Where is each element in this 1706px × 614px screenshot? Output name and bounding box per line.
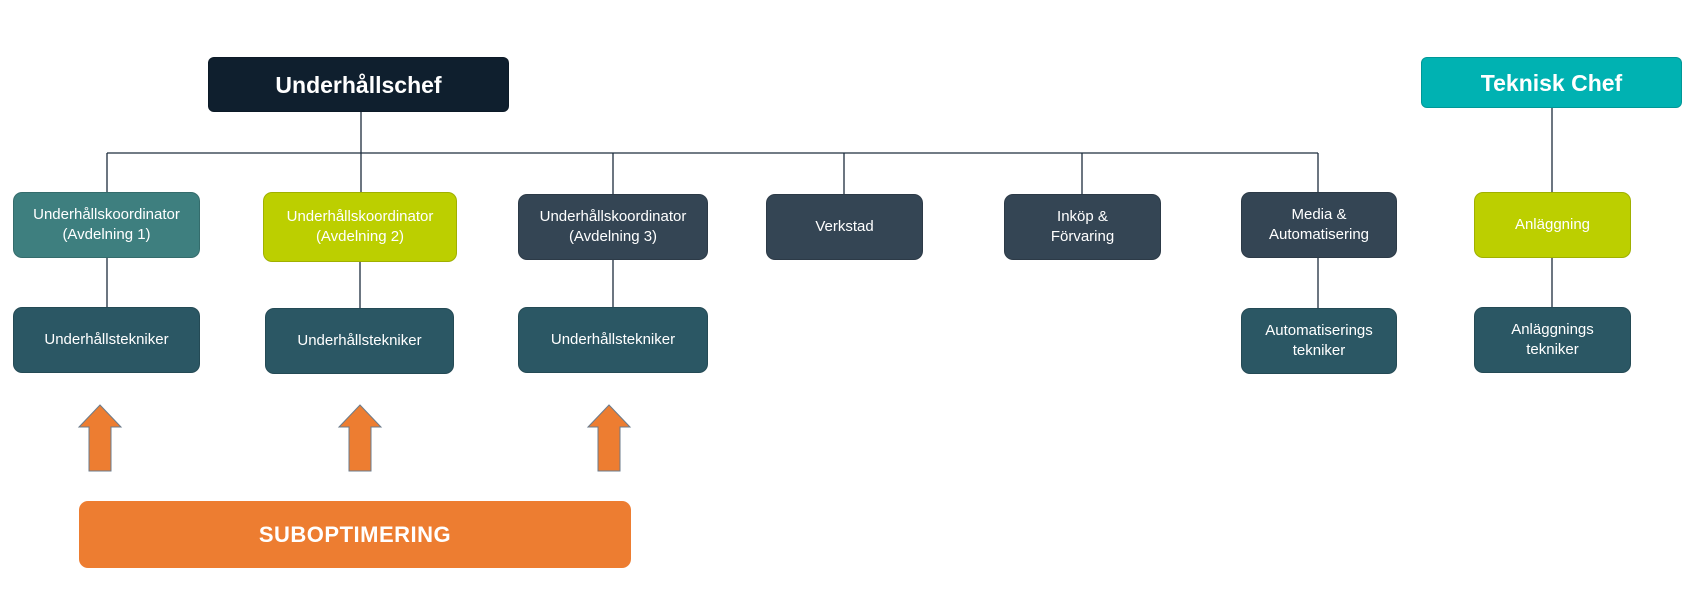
node-koordinator-avdelning-2: Underhållskoordinator (Avdelning 2): [263, 192, 457, 262]
node-label: Inköp & Förvaring: [1051, 207, 1114, 247]
node-label: Underhållskoordinator (Avdelning 1): [33, 205, 180, 245]
label-line-1: Underhållskoordinator: [539, 208, 687, 225]
up-arrow-icon: [337, 404, 383, 472]
label-line-2: (Avdelning 3): [568, 228, 658, 245]
node-underhallstekniker-1: Underhållstekniker: [13, 307, 200, 373]
node-label: Teknisk Chef: [1480, 69, 1623, 96]
label-line-2: (Avdelning 2): [315, 228, 405, 245]
label-line-2: tekniker: [1292, 342, 1346, 359]
label-line-1: Underhållskoordinator: [286, 208, 434, 225]
node-label: Underhållskoordinator (Avdelning 2): [287, 207, 434, 247]
label-line-2: tekniker: [1526, 341, 1579, 358]
node-label: Verkstad: [815, 218, 874, 235]
node-anlaggnings-tekniker: Anläggnings tekniker: [1474, 307, 1631, 373]
node-koordinator-avdelning-1: Underhållskoordinator (Avdelning 1): [13, 192, 200, 258]
banner-label: SUBOPTIMERING: [258, 521, 452, 547]
node-underhallstekniker-3: Underhållstekniker: [518, 307, 708, 373]
node-verkstad: Verkstad: [766, 194, 923, 260]
node-media-automatisering: Media & Automatisering: [1241, 192, 1397, 258]
suboptimering-banner: SUBOPTIMERING: [79, 501, 631, 568]
node-label: Anläggnings tekniker: [1511, 320, 1594, 360]
node-label: Underhållstekniker: [44, 331, 169, 348]
label-line-1: Underhållskoordinator: [33, 206, 180, 223]
node-label: Media & Automatisering: [1269, 205, 1369, 245]
label-line-2: Automatisering: [1268, 226, 1370, 243]
node-inkop-forvaring: Inköp & Förvaring: [1004, 194, 1161, 260]
label-line-1: Inköp &: [1057, 208, 1108, 225]
node-label: Automatiserings tekniker: [1265, 321, 1373, 361]
label-line-1: Media &: [1291, 206, 1347, 223]
label-line-2: (Avdelning 1): [62, 226, 151, 243]
node-label: Underhållschef: [275, 71, 442, 98]
node-teknisk-chef: Teknisk Chef: [1421, 57, 1682, 108]
label-line-1: Anläggnings: [1511, 321, 1594, 338]
node-automatiserings-tekniker: Automatiserings tekniker: [1241, 308, 1397, 374]
node-anlaggning: Anläggning: [1474, 192, 1631, 258]
node-underhallstekniker-2: Underhållstekniker: [265, 308, 454, 374]
up-arrow-icon: [586, 404, 632, 472]
node-label: Underhållstekniker: [550, 331, 676, 348]
node-label: Underhållskoordinator (Avdelning 3): [540, 207, 687, 247]
label-line-1: Automatiserings: [1265, 322, 1373, 339]
label-line-2: Förvaring: [1050, 228, 1115, 245]
up-arrow-icon: [77, 404, 123, 472]
node-underhallschef: Underhållschef: [208, 57, 509, 112]
node-label: Anläggning: [1514, 216, 1591, 233]
node-koordinator-avdelning-3: Underhållskoordinator (Avdelning 3): [518, 194, 708, 260]
node-label: Underhållstekniker: [297, 332, 422, 349]
